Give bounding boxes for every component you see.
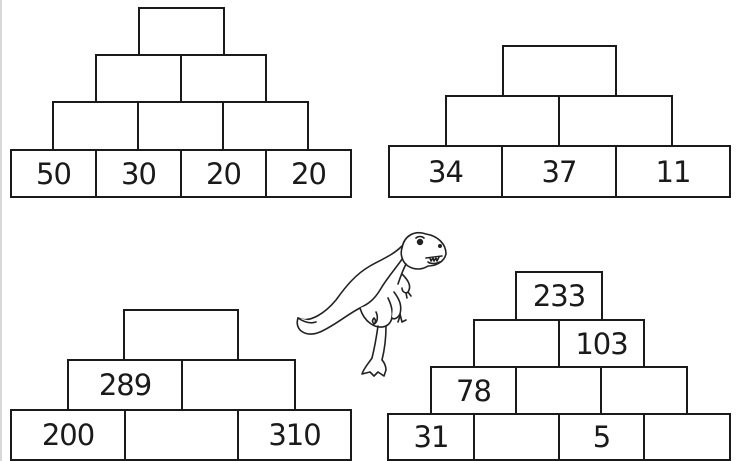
- pyramid-cell[interactable]: 30: [95, 149, 182, 198]
- pyramid-cell[interactable]: [600, 366, 688, 415]
- pyramid-cell[interactable]: 20: [265, 149, 352, 198]
- pyramid-cell[interactable]: 34: [388, 145, 503, 198]
- pyramid-cell[interactable]: 5: [558, 413, 645, 461]
- pyramid-cell[interactable]: 11: [615, 145, 731, 198]
- pyramid-cell[interactable]: 37: [501, 145, 617, 198]
- pyramid-cell[interactable]: [124, 409, 239, 461]
- pyramid-cell[interactable]: [52, 101, 139, 151]
- pyramid-cell[interactable]: 50: [10, 149, 97, 198]
- pyramid-cell[interactable]: 233: [515, 271, 603, 321]
- dinosaur-icon: [290, 226, 450, 386]
- pyramid-cell[interactable]: [137, 101, 224, 151]
- pyramid-cell[interactable]: [473, 319, 560, 368]
- pyramid-cell[interactable]: [222, 101, 309, 151]
- pyramid-cell[interactable]: [138, 7, 225, 56]
- pyramid-cell[interactable]: [181, 359, 296, 411]
- pyramid-cell[interactable]: [473, 413, 560, 461]
- pyramid-cell[interactable]: [558, 95, 673, 147]
- pyramid-cell[interactable]: 20: [180, 149, 267, 198]
- pyramid-cell[interactable]: [445, 95, 560, 147]
- pyramid-cell[interactable]: 310: [237, 409, 352, 461]
- pyramid-cell[interactable]: 289: [67, 359, 183, 411]
- page-edge: [0, 0, 2, 461]
- pyramid-cell[interactable]: [95, 54, 182, 103]
- pyramid-cell[interactable]: [502, 45, 617, 97]
- pyramid-cell[interactable]: [643, 413, 731, 461]
- pyramid-cell[interactable]: 31: [387, 413, 475, 461]
- pyramid-cell[interactable]: [515, 366, 602, 415]
- pyramid-cell[interactable]: 200: [10, 409, 126, 461]
- pyramid-cell[interactable]: 103: [558, 319, 645, 368]
- pyramid-cell[interactable]: [180, 54, 267, 103]
- pyramid-cell[interactable]: [123, 309, 239, 361]
